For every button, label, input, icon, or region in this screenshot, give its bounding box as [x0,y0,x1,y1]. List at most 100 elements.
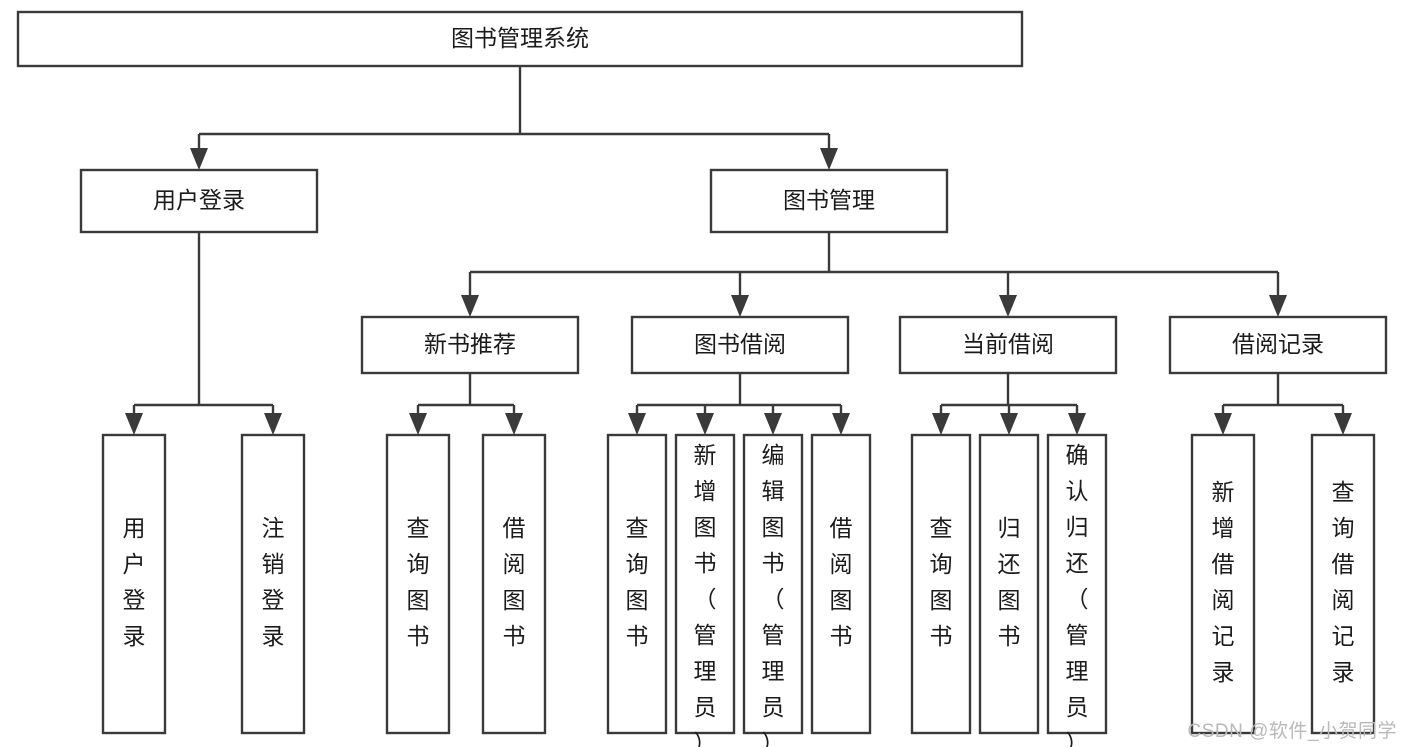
node-l2_1[interactable]: 图书管理 [709,168,949,234]
arrow-head-icon-leaf_7 [832,413,850,435]
node-box-leaf_10 [1046,433,1108,735]
arrow-head-icon-leaf_11 [1214,413,1232,435]
csdn-watermark: CSDN @软件_小贺同学 [1187,721,1397,742]
node-label-leaf_11-char-0: 新 [1212,479,1235,505]
node-label-leaf_5-char-3: 书 [694,550,717,576]
node-label-leaf_6-char-5: 管 [762,622,785,648]
node-label-leaf_11-char-4: 记 [1212,623,1235,649]
node-box-leaf_2 [385,433,451,735]
node-label-leaf_10-char-1: 认 [1066,478,1089,504]
node-box-leaf_8 [910,433,972,735]
node-leaf_0[interactable]: 用户登录 [101,433,167,735]
node-label-leaf_2-char-0: 查 [407,515,430,541]
node-label-leaf_9-char-1: 还 [998,551,1021,577]
node-label-leaf_10-char-0: 确 [1066,442,1089,468]
node-box-leaf_7 [810,433,872,735]
node-label-leaf_8-char-2: 图 [930,587,953,613]
arrow-head-icon-l3_2 [999,295,1017,317]
node-label-leaf_11-char-5: 录 [1212,659,1235,685]
node-label-leaf_6-char-0: 编 [762,442,785,468]
node-label-l2_0: 用户登录 [153,187,245,213]
node-label-leaf_12-char-4: 记 [1332,623,1355,649]
arrow-head-icon-leaf_0 [125,413,143,435]
arrow-head-icon-l3_3 [1269,295,1287,317]
node-label-leaf_4-char-0: 查 [626,515,649,541]
node-label-leaf_10-char-3: 还 [1066,550,1089,576]
node-label-leaf_12-char-3: 阅 [1332,587,1355,613]
node-l3_1[interactable]: 图书借阅 [630,315,850,375]
node-box-leaf_12 [1310,433,1376,735]
arrow-head-icon-leaf_3 [505,413,523,435]
node-label-leaf_9-char-3: 书 [998,623,1021,649]
node-label-leaf_6-char-6: 理 [762,658,785,684]
node-label-leaf_10-char-7: 员 [1066,694,1089,720]
node-l3_3[interactable]: 借阅记录 [1168,315,1388,375]
node-label-leaf_11-char-3: 阅 [1212,587,1235,613]
arrow-head-icon-leaf_5 [696,413,714,435]
arrow-head-icon-leaf_10 [1068,413,1086,435]
node-label-leaf_12-char-5: 录 [1332,659,1355,685]
node-l2_0[interactable]: 用户登录 [79,168,319,234]
node-label-leaf_6-char-7: 员 [762,694,785,720]
node-label-leaf_11-char-1: 增 [1212,515,1235,541]
node-label-leaf_7-char-2: 图 [830,587,853,613]
node-label-leaf_12-char-1: 询 [1332,515,1355,541]
node-label-leaf_5-char-5: 管 [694,622,717,648]
arrow-head-icon-l3_1 [731,295,749,317]
node-label-leaf_10-char-8: ） [1066,730,1089,747]
node-label-leaf_0-char-2: 登 [123,587,146,613]
node-label-root: 图书管理系统 [451,25,589,51]
node-label-leaf_5-char-4: （ [694,586,717,612]
node-label-leaf_3-char-0: 借 [503,515,526,541]
node-box-l2_1 [709,168,949,234]
node-label-leaf_9-char-2: 图 [998,587,1021,613]
arrow-head-icon-leaf_12 [1334,413,1352,435]
node-label-leaf_9-char-0: 归 [998,515,1021,541]
node-box-leaf_11 [1190,433,1256,735]
node-label-leaf_8-char-1: 询 [930,551,953,577]
node-label-leaf_3-char-1: 阅 [503,551,526,577]
node-label-leaf_2-char-1: 询 [407,551,430,577]
node-label-leaf_4-char-1: 询 [626,551,649,577]
node-label-leaf_12-char-2: 借 [1332,551,1355,577]
node-label-leaf_5-char-2: 图 [694,514,717,540]
node-label-leaf_6-char-3: 书 [762,550,785,576]
node-label-l3_1: 图书借阅 [694,331,786,357]
node-label-leaf_10-char-6: 理 [1066,658,1089,684]
node-box-leaf_6 [742,433,804,735]
node-label-leaf_2-char-3: 书 [407,623,430,649]
node-l3_2[interactable]: 当前借阅 [898,315,1118,375]
node-label-l2_1: 图书管理 [783,187,875,213]
node-label-leaf_7-char-3: 书 [830,623,853,649]
node-root[interactable]: 图书管理系统 [16,10,1024,68]
node-box-l2_0 [79,168,319,234]
node-label-l3_3: 借阅记录 [1232,331,1324,357]
arrow-head-icon-l2_0 [190,148,208,170]
node-label-leaf_0-char-3: 录 [123,623,146,649]
node-label-leaf_5-char-7: 员 [694,694,717,720]
node-label-leaf_4-char-3: 书 [626,623,649,649]
connector-layer [125,66,1352,435]
node-box-leaf_0 [101,433,167,735]
node-label-leaf_7-char-1: 阅 [830,551,853,577]
node-label-leaf_10-char-2: 归 [1066,514,1089,540]
node-label-leaf_5-char-6: 理 [694,658,717,684]
node-box-l3_0 [360,315,580,375]
node-label-leaf_1-char-3: 录 [262,623,285,649]
arrow-head-icon-l2_1 [820,148,838,170]
node-l3_0[interactable]: 新书推荐 [360,315,580,375]
node-box-l3_1 [630,315,850,375]
